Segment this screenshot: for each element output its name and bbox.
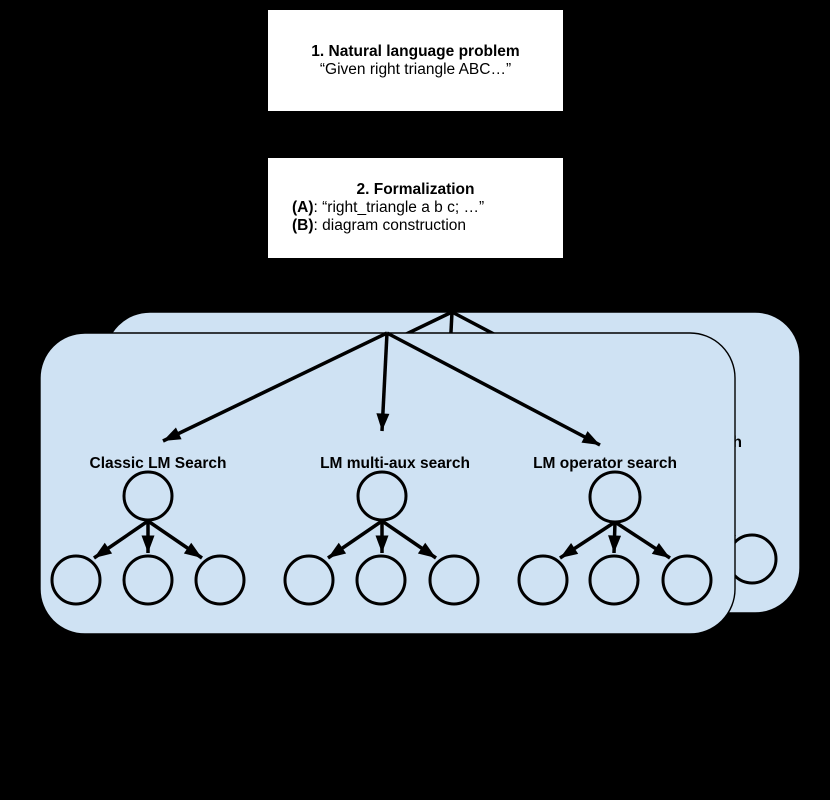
tree-label-classic: Classic LM Search bbox=[90, 455, 227, 472]
tree-edge bbox=[93, 519, 149, 560]
search-card-surface bbox=[39, 332, 736, 635]
tree-root-node bbox=[122, 470, 174, 522]
tree-root-node bbox=[356, 470, 408, 522]
tree-child-node bbox=[517, 554, 569, 606]
tree-edge bbox=[327, 519, 383, 560]
formalization-item-b: (B): diagram construction bbox=[292, 217, 467, 234]
tree-child-node bbox=[428, 554, 480, 606]
fan-arrow-middle-icon bbox=[376, 332, 390, 432]
fan-arrow-left-icon bbox=[162, 331, 388, 443]
tree-child-node bbox=[661, 554, 713, 606]
tree-edge bbox=[147, 519, 203, 560]
tree-edge bbox=[608, 521, 622, 554]
search-tree-classic: Classic LM Search bbox=[50, 455, 246, 606]
fan-arrows bbox=[162, 331, 601, 447]
stage1-title: 1. Natural language problem bbox=[311, 42, 520, 60]
search-tree-operator: LM operator search bbox=[517, 455, 713, 606]
natural-language-problem-box: 1. Natural language problem “Given right… bbox=[266, 8, 565, 113]
search-card-front: Classic LM Search LM multi-aux search LM… bbox=[39, 331, 736, 635]
tree-label-multi-aux: LM multi-aux search bbox=[320, 455, 470, 472]
tree-child-node bbox=[283, 554, 335, 606]
tree-edge bbox=[614, 520, 671, 560]
tree-child-node bbox=[122, 554, 174, 606]
stage2-title: 2. Formalization bbox=[356, 181, 475, 198]
tree-edge bbox=[559, 520, 616, 560]
tree-child-node bbox=[194, 554, 246, 606]
formalization-item-a: (A): “right_triangle a b c; …” bbox=[292, 199, 485, 216]
fan-arrow-right-icon bbox=[386, 331, 601, 447]
tree-child-node bbox=[50, 554, 102, 606]
stage1-quote: “Given right triangle ABC…” bbox=[319, 60, 512, 78]
search-tree-multi-aux: LM multi-aux search bbox=[283, 455, 480, 606]
tree-edge bbox=[381, 519, 437, 560]
tree-child-node bbox=[588, 554, 640, 606]
formalization-box: 2. Formalization (A): “right_triangle a … bbox=[266, 156, 565, 260]
tree-child-node bbox=[355, 554, 407, 606]
tree-label-operator: LM operator search bbox=[533, 455, 677, 472]
